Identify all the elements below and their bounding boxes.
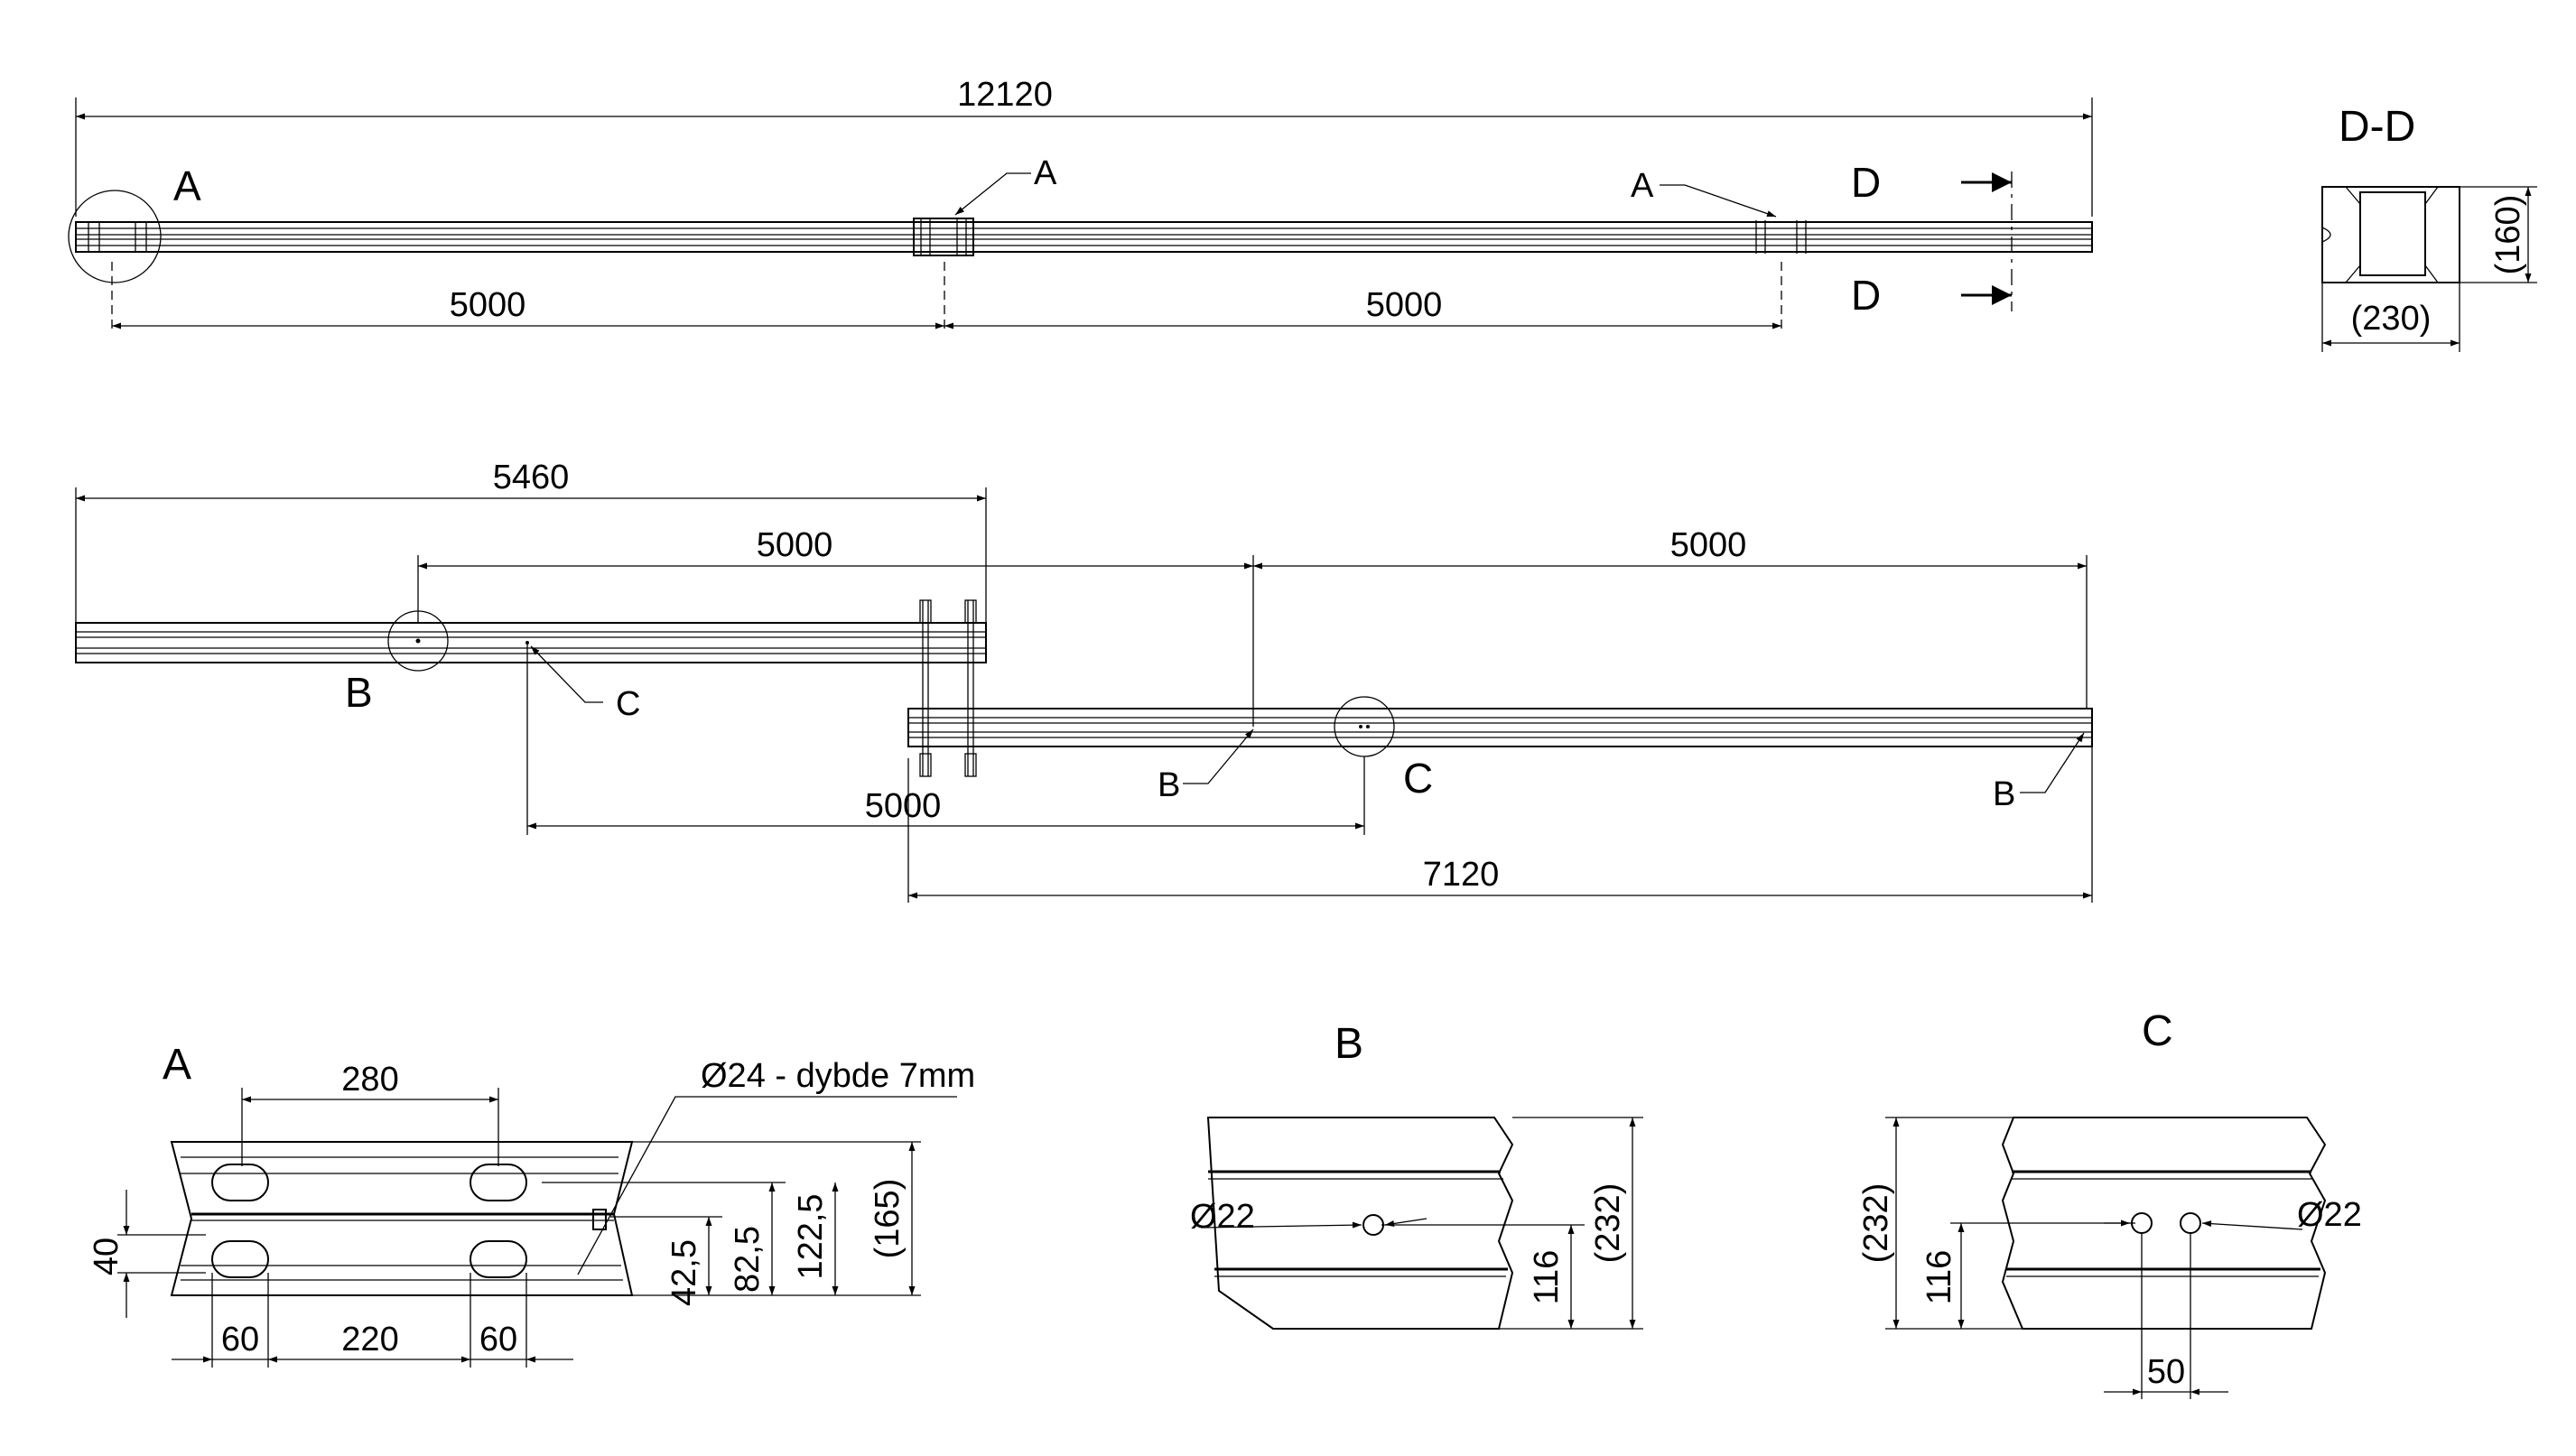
section-dd-width: (230) [2351,300,2432,338]
section-mark-bottom: D [1851,272,1881,319]
dim-60-left: 60 [221,1321,259,1359]
callout-a-right: A [1631,167,1654,205]
detail-b-116: 116 [1528,1250,1566,1305]
dim-upper-length: 5460 [493,459,570,496]
callout-a-left: A [173,162,201,209]
detail-c-232: (232) [1857,1183,1895,1264]
dim-40: 40 [88,1238,126,1275]
dim-span-lower: 5000 [1670,526,1747,564]
detail-c-50: 50 [2147,1353,2185,1391]
callout-c: C [616,685,640,723]
middle-view: 5460 5000 5000 5000 7120 B C B C B [75,459,2093,903]
dim-span-upper: 5000 [757,526,833,564]
label-detail-b: B [345,669,373,716]
dim-42-5: 42,5 [665,1239,703,1306]
callout-b-mid: B [1158,766,1180,804]
detail-circle-a [68,190,162,283]
detail-circle-c [1334,696,1395,757]
dim-82-5: 82,5 [729,1226,767,1293]
dim-60-right: 60 [479,1321,517,1359]
dim-span-left: 5000 [450,286,526,324]
dim-span-bottom: 5000 [865,787,942,825]
hole-note: Ø24 - dybde 7mm [701,1057,975,1095]
callout-b-right: B [1993,775,2015,813]
detail-c-116: 116 [1920,1250,1958,1305]
dim-165: (165) [869,1179,907,1259]
dim-span-right: 5000 [1366,286,1443,324]
dim-220: 220 [341,1321,398,1359]
dim-spacing-top: 280 [341,1061,398,1099]
section-dd-height: (160) [2489,195,2527,275]
section-dd-title: D-D [2339,103,2415,151]
detail-b-title: B [1334,1020,1363,1068]
dim-overall: 12120 [957,76,1053,114]
detail-c-hole: Ø22 [2297,1196,2362,1234]
top-bar [75,218,2093,256]
bolts [919,599,977,777]
section-dd: D-D (160) (230) [2321,103,2537,352]
callout-a-mid: A [1034,154,1057,192]
detail-b-232: (232) [1589,1183,1627,1264]
section-mark-top: D [1851,159,1881,206]
detail-c: C Ø22 (232) 116 50 [1857,1007,2362,1399]
detail-b-hole: Ø22 [1190,1198,1255,1236]
dim-122-5: 122,5 [792,1193,830,1279]
dim-lower-length: 7120 [1423,856,1500,894]
detail-a-title: A [163,1041,191,1089]
top-view: 12120 5000 5000 A A A D D [68,76,2093,334]
detail-c-title: C [2142,1007,2173,1055]
label-detail-c: C [1403,755,1433,802]
detail-a: A 280 Ø24 - dybde 7mm 40 [88,1041,975,1368]
lower-bar [907,708,2093,747]
detail-b: B Ø22 116 (232) [1190,1020,1643,1330]
upper-bar [75,622,987,663]
